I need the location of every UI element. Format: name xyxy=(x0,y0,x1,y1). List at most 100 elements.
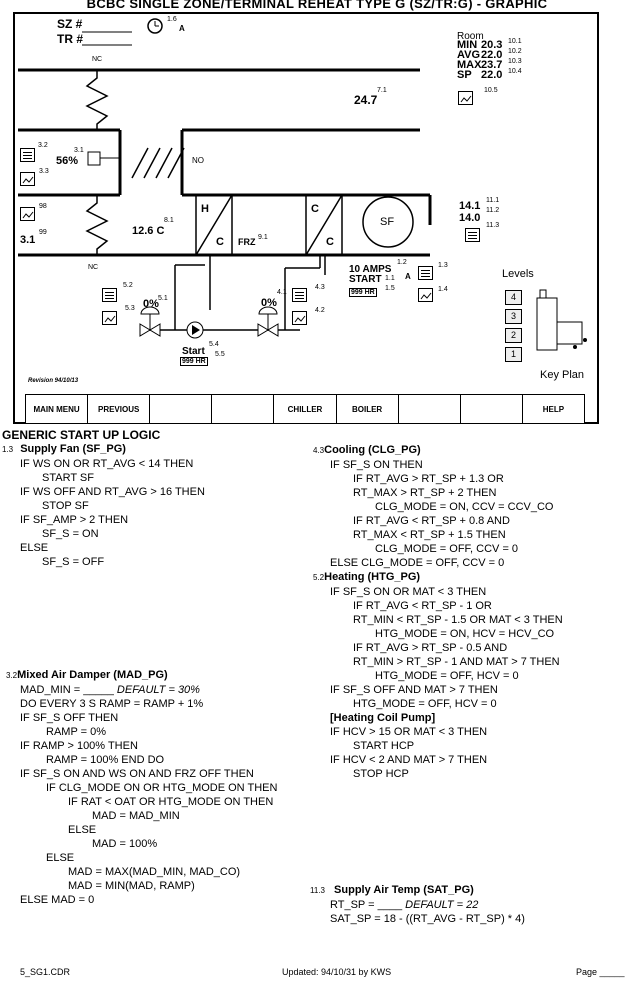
htg-line: RT_MIN < RT_SP - 1.5 OR MAT < 3 THEN xyxy=(353,614,563,626)
boiler-button[interactable]: BOILER xyxy=(336,395,399,423)
htg-line: IF RT_AVG > RT_SP - 0.5 AND xyxy=(353,642,508,654)
fan-amps: 10 AMPS xyxy=(349,264,392,275)
help-button[interactable]: HELP xyxy=(522,395,584,423)
htg-line: IF RT_AVG < RT_SP - 1 OR xyxy=(353,600,492,612)
oa-temp: 3.1 xyxy=(20,234,36,246)
room-row-value: 22.0 xyxy=(481,69,503,81)
mad-line: DO EVERY 3 S RAMP = RAMP + 1% xyxy=(20,698,204,710)
previous-button[interactable]: PREVIOUS xyxy=(88,395,151,423)
oa-trend-icon[interactable] xyxy=(20,207,35,221)
oa-ref-98: 98 xyxy=(39,203,47,210)
sat1-ref: 11.1 xyxy=(486,197,500,204)
level-3-button[interactable]: 3 xyxy=(505,309,522,324)
mad-line: MAD = MIN(MAD, RAMP) xyxy=(68,880,195,892)
clg-line: IF RT_AVG < RT_SP + 0.8 AND xyxy=(353,515,510,527)
fan-doc-ref: 1.3 xyxy=(438,262,448,269)
htg-line: HTG_MODE = OFF, HCV = 0 xyxy=(353,698,497,710)
hcp-line: IF HCV > 15 OR MAT < 3 THEN xyxy=(330,726,488,738)
damper-pct: 56% xyxy=(56,155,79,167)
htg-line: RT_MIN > RT_SP - 1 AND MAT > 7 THEN xyxy=(353,656,560,668)
sat1-value: 14.1 xyxy=(459,200,481,212)
room-row-name: AVG xyxy=(457,49,481,61)
room-row-value: 20.3 xyxy=(481,39,503,51)
sat2-ref: 11.2 xyxy=(486,207,500,214)
clg-line: CLG_MODE = ON, CCV = CCV_CO xyxy=(375,501,554,513)
clg-line: ELSE CLG_MODE = OFF, CCV = 0 xyxy=(330,557,505,569)
clg-line: IF RT_AVG > RT_SP + 1.3 OR xyxy=(353,473,504,485)
mad-line: IF RAT < OAT OR HTG_MODE ON THEN xyxy=(68,796,274,808)
level-2-button[interactable]: 2 xyxy=(505,328,522,343)
fan-trend-icon[interactable] xyxy=(418,288,433,302)
clg-title: Cooling (CLG_PG) xyxy=(324,444,421,456)
level-4-button[interactable]: 4 xyxy=(505,290,522,305)
chiller-button[interactable]: CHILLER xyxy=(274,395,337,423)
hv-ref: 5.1 xyxy=(158,295,168,302)
room-trend-ref: 10.5 xyxy=(484,87,498,94)
level-1-button[interactable]: 1 xyxy=(505,347,522,362)
room-row-ref: 10.2 xyxy=(508,48,522,55)
cv-pct: 0% xyxy=(261,297,277,309)
sat-title: Supply Air Temp (SAT_PG) xyxy=(334,884,474,896)
damper-trend-icon[interactable] xyxy=(20,172,35,186)
sat-doc-ref: 11.3 xyxy=(486,222,500,229)
sf-line: STOP SF xyxy=(42,500,89,512)
cv-doc-icon[interactable] xyxy=(292,288,307,302)
hv-trend-ref: 5.3 xyxy=(125,305,135,312)
footer-updated: Updated: 94/10/31 by KWS xyxy=(282,967,392,977)
mad-line: ELSE MAD = 0 xyxy=(20,894,95,906)
frz-ref: 9.1 xyxy=(258,234,268,241)
sf-ref: 1.3 xyxy=(2,445,14,454)
nav-blank-button-1[interactable] xyxy=(150,395,213,423)
nav-blank-button-4[interactable] xyxy=(460,395,523,423)
cv-trend-icon[interactable] xyxy=(292,311,307,325)
key-plan-label: Key Plan xyxy=(540,369,585,381)
frz-label: FRZ xyxy=(238,237,256,247)
clg-line: RT_MAX < RT_SP + 1.5 THEN xyxy=(353,529,506,541)
no-label: NO xyxy=(192,156,204,165)
hv-doc-ref: 5.2 xyxy=(123,282,133,289)
mad-line: ELSE xyxy=(68,824,97,836)
fan-amps-unit: A xyxy=(405,272,411,281)
hcp-title: [Heating Coil Pump] xyxy=(330,712,436,724)
damper-doc-icon[interactable] xyxy=(20,148,35,162)
hv-trend-icon[interactable] xyxy=(102,311,117,325)
pump-hours-ref: 5.5 xyxy=(215,351,225,358)
mixed-temp: 12.6 C xyxy=(132,225,165,237)
sf-line: SF_S = ON xyxy=(42,528,99,540)
nav-blank-button-3[interactable] xyxy=(398,395,461,423)
damper-trend-ref: 3.3 xyxy=(39,168,49,175)
room-row-ref: 10.3 xyxy=(508,58,522,65)
mad-line: RAMP = 100% END DO xyxy=(46,754,165,766)
sat2-value: 14.0 xyxy=(459,212,481,224)
mad-min-default: DEFAULT = 30% xyxy=(116,684,200,696)
cv-doc-ref: 4.3 xyxy=(315,284,325,291)
sat-doc-icon[interactable] xyxy=(465,228,480,242)
sat-formula: SAT_SP = 18 - ((RT_AVG - RT_SP) * 4) xyxy=(330,913,525,925)
pump-start: Start xyxy=(182,346,205,357)
fan-start-ref: 1.1 xyxy=(385,275,395,282)
room-row-value: 23.7 xyxy=(481,59,503,71)
main-menu-button[interactable]: MAIN MENU xyxy=(26,395,89,423)
return-temp: 24.7 xyxy=(354,93,378,107)
nav-blank-button-2[interactable] xyxy=(212,395,275,423)
nc-top-label: NC xyxy=(92,56,103,63)
supply-fan-label: SF xyxy=(380,216,395,228)
mad-line: IF RAMP > 100% THEN xyxy=(20,740,138,752)
room-trend-icon[interactable] xyxy=(458,91,473,105)
footer-file: 5_SG1.CDR xyxy=(20,967,71,977)
sat-sp-default: DEFAULT = 22 xyxy=(405,899,479,911)
mixed-temp-ref: 8.1 xyxy=(164,217,174,224)
hcp-line: STOP HCP xyxy=(353,768,409,780)
mad-line: MAD = MAD_MIN xyxy=(92,810,180,822)
mad-line: IF SF_S ON AND WS ON AND FRZ OFF THEN xyxy=(20,768,254,780)
htg-ref: 5.2 xyxy=(313,573,325,582)
sf-line: IF WS OFF AND RT_AVG > 16 THEN xyxy=(20,486,205,498)
fan-hours-ref: 1.5 xyxy=(385,285,395,292)
tr-label: TR # xyxy=(57,32,84,46)
fan-amps-ref: 1.2 xyxy=(397,259,407,266)
page-title: BCBC SINGLE ZONE/TERMINAL REHEAT TYPE G … xyxy=(86,0,548,11)
hv-doc-icon[interactable] xyxy=(102,288,117,302)
fan-doc-icon[interactable] xyxy=(418,266,433,280)
htg-line: IF SF_S ON OR MAT < 3 THEN xyxy=(330,586,487,598)
heat-coil-c: C xyxy=(216,236,224,248)
